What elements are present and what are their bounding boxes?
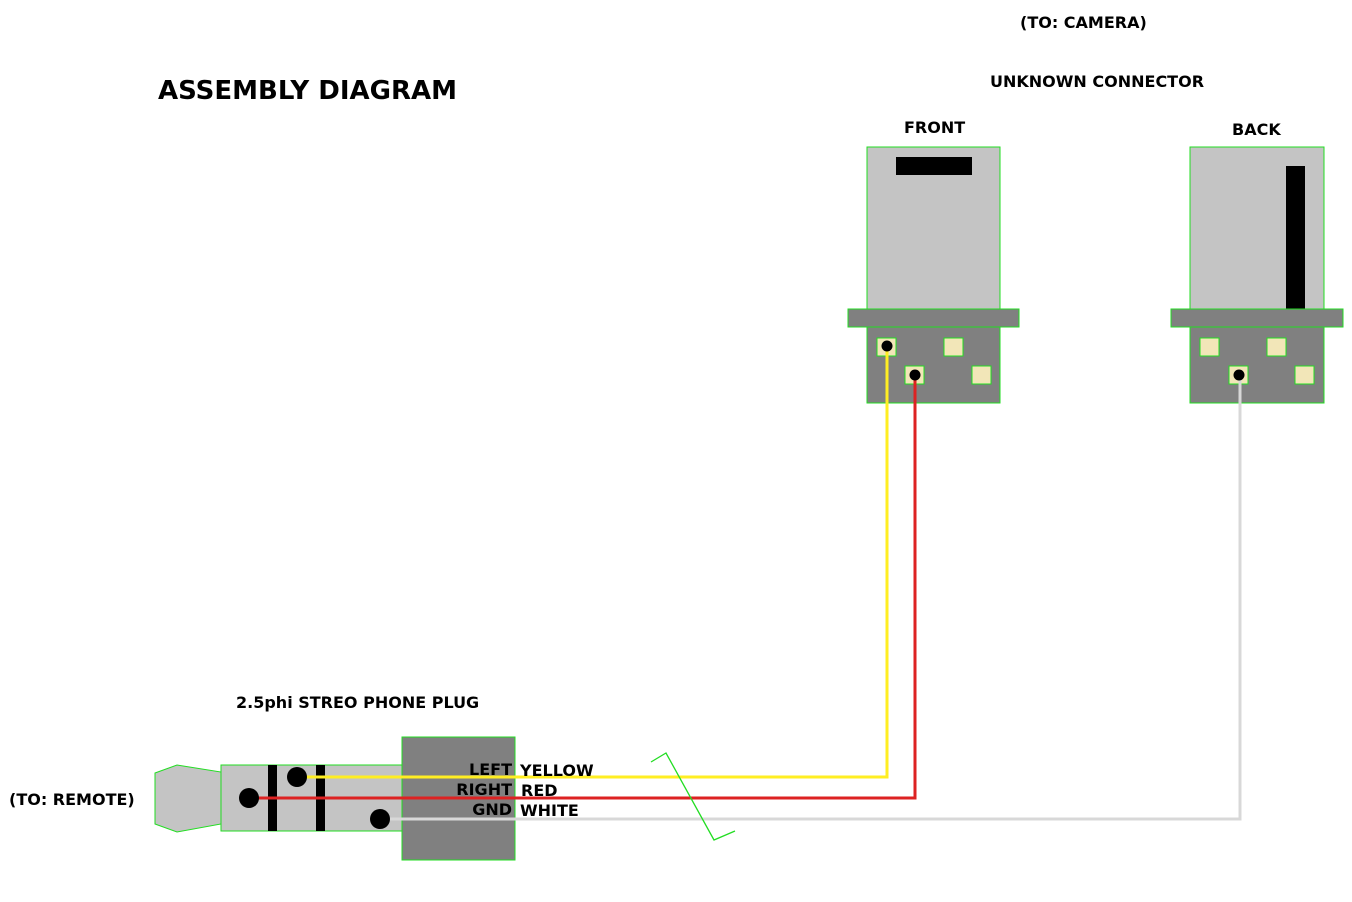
wire-left-yellow: [297, 346, 889, 779]
connector-back-view: [1170, 146, 1344, 404]
color-label-red: RED: [521, 781, 558, 800]
back-pin-block: [1189, 326, 1325, 404]
solder-point-left: [287, 767, 307, 787]
solder-point-gnd: [370, 809, 390, 829]
signal-label-right: RIGHT: [456, 780, 512, 799]
connector-pin-gnd: [1233, 369, 1245, 381]
color-label-white: WHITE: [520, 801, 579, 820]
front-flange: [847, 308, 1020, 328]
connector-pin-right: [909, 369, 921, 381]
cable-break-mark: [650, 752, 736, 841]
wire-right-red: [249, 375, 917, 800]
solder-point-right: [239, 788, 259, 808]
back-pad-4: [1294, 365, 1315, 385]
connector-pin-left: [881, 340, 893, 352]
back-pad-2: [1266, 337, 1287, 357]
front-key-slot: [896, 157, 972, 175]
back-flange: [1170, 308, 1344, 328]
plug-tip: [154, 764, 222, 833]
signal-label-gnd: GND: [472, 800, 512, 819]
back-view-label: BACK: [1232, 120, 1281, 139]
wire-gnd-white: [380, 375, 1242, 821]
wire-labels: LEFT YELLOW RIGHT RED GND WHITE: [456, 760, 594, 820]
camera-destination-label: (TO: CAMERA): [1020, 13, 1147, 32]
plug-name-label: 2.5phi STREO PHONE PLUG: [236, 693, 479, 712]
diagram-title: ASSEMBLY DIAGRAM: [158, 76, 457, 106]
connector-front-view: [847, 146, 1020, 404]
color-label-yellow: YELLOW: [519, 761, 594, 780]
back-key-slot: [1286, 166, 1305, 309]
remote-destination-label: (TO: REMOTE): [9, 790, 135, 809]
front-view-label: FRONT: [904, 118, 965, 137]
wiring: [249, 346, 1242, 841]
signal-label-left: LEFT: [469, 760, 512, 779]
back-pad-1: [1199, 337, 1220, 357]
front-pad-2: [943, 337, 964, 357]
connector-name-label: UNKNOWN CONNECTOR: [990, 72, 1204, 91]
front-pad-4: [971, 365, 992, 385]
solder-points: [239, 340, 1245, 829]
